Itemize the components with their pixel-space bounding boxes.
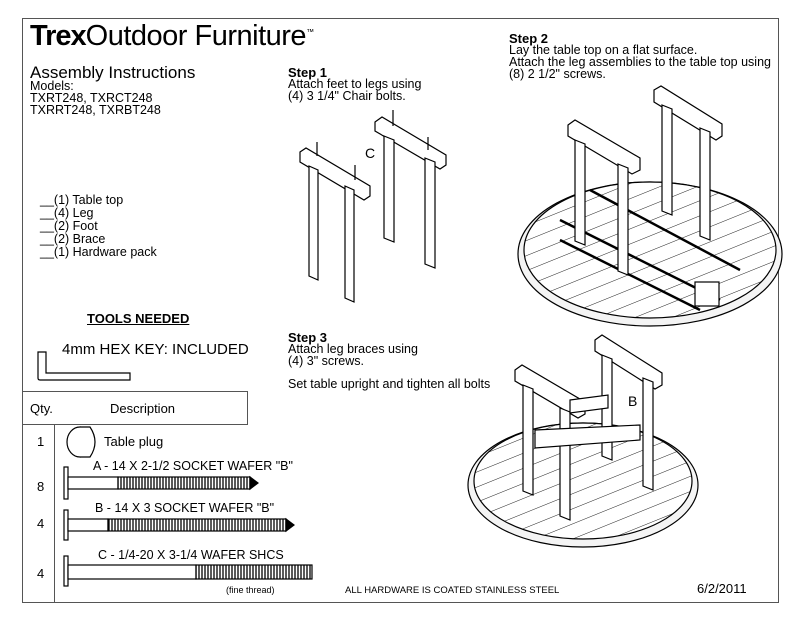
part-leg: __(4) Leg xyxy=(40,206,94,220)
step3-title: Step 3 xyxy=(288,330,328,345)
product-name: Outdoor Furniture xyxy=(85,20,307,52)
part-foot: __(2) Foot xyxy=(40,219,98,233)
step2-line-1: Lay the table top on a flat surface. xyxy=(509,43,698,57)
hardware-table-divider xyxy=(54,425,55,603)
step3-label-b-right: B xyxy=(628,393,638,409)
hex-key-icon xyxy=(37,351,131,381)
document-date: 6/2/2011 xyxy=(697,581,747,596)
fine-thread-note: (fine thread) xyxy=(226,585,275,595)
qty-header: Qty. xyxy=(30,401,53,416)
step2-line-2: Attach the leg assemblies to the table t… xyxy=(509,55,771,69)
part-hardware-pack: __(1) Hardware pack xyxy=(40,245,157,259)
step2-line-3: (8) 2 1/2" screws. xyxy=(509,67,606,81)
brand-logo: TrexOutdoor Furniture™ xyxy=(30,20,314,53)
step1-title: Step 1 xyxy=(288,65,328,80)
desc-screw-a: A - 14 X 2-1/2 SOCKET WAFER "B" xyxy=(93,459,293,473)
qty-screw-a: 8 xyxy=(37,479,45,494)
step1-label-c: C xyxy=(365,145,376,161)
tools-heading: TOOLS NEEDED xyxy=(87,311,190,326)
table-plug-icon xyxy=(66,426,96,458)
trademark: ™ xyxy=(306,27,314,37)
part-brace: __(2) Brace xyxy=(40,232,106,246)
step1-leg-assembly-left xyxy=(299,142,371,303)
qty-screw-b: 4 xyxy=(37,516,45,531)
screw-b-icon xyxy=(63,509,295,541)
models-line-1: TXRT248, TXRCT248 xyxy=(30,91,153,105)
qty-table-plug: 1 xyxy=(37,434,45,449)
description-header: Description xyxy=(110,401,176,416)
models-label: Models: xyxy=(30,79,74,93)
step2-table-illustration xyxy=(517,85,783,327)
desc-screw-b: B - 14 X 3 SOCKET WAFER "B" xyxy=(95,501,275,515)
desc-table-plug: Table plug xyxy=(104,434,164,449)
desc-bolt-c: C - 1/4-20 X 3-1/4 WAFER SHCS xyxy=(98,548,284,562)
brand-name: Trex xyxy=(30,20,87,52)
bolt-c-icon xyxy=(63,555,313,587)
hex-key-text: 4mm HEX KEY: INCLUDED xyxy=(62,341,249,358)
hardware-note: ALL HARDWARE IS COATED STAINLESS STEEL xyxy=(345,585,560,596)
step1-leg-assembly-right xyxy=(374,110,447,269)
assembly-title: Assembly Instructions xyxy=(30,63,196,82)
step3-table-illustration xyxy=(467,334,699,548)
step3-line-3: Set table upright and tighten all bolts xyxy=(288,377,491,391)
screw-a-icon xyxy=(63,466,259,500)
step1-line-1: Attach feet to legs using xyxy=(288,77,422,91)
part-table-top: __(1) Table top xyxy=(40,193,124,207)
step2-title: Step 2 xyxy=(509,31,549,46)
hardware-table-header xyxy=(22,391,248,425)
qty-bolt-c: 4 xyxy=(37,566,45,581)
step3-line-2: (4) 3" screws. xyxy=(288,354,364,368)
step1-line-2: (4) 3 1/4" Chair bolts. xyxy=(288,89,406,103)
models-line-2: TXRRT248, TXRBT248 xyxy=(30,103,161,117)
step3-line-1: Attach leg braces using xyxy=(288,342,418,356)
page-border xyxy=(22,18,779,603)
